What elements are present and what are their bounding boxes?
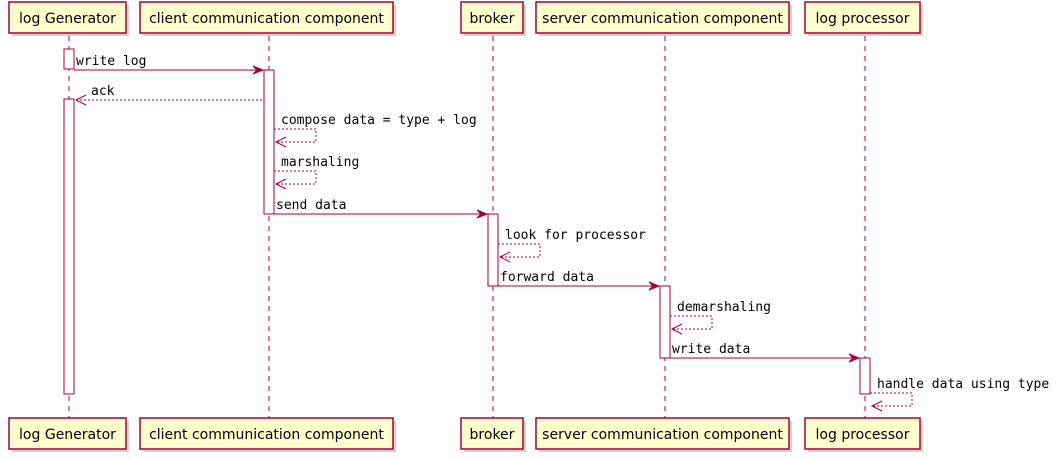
self-message-line	[498, 243, 541, 258]
message-label: write data	[672, 342, 750, 357]
open-arrowhead-icon	[498, 251, 511, 263]
arrowhead-icon	[848, 353, 861, 363]
self-message-line	[870, 392, 913, 407]
lifelines	[68, 36, 866, 418]
self-message-line	[670, 315, 713, 330]
participant-server-comm: server communication component	[535, 1, 792, 36]
activation-log-generator-1	[63, 48, 75, 70]
message-compose-data: compose data = type + log	[274, 113, 477, 148]
participant-log-processor: log processor	[804, 1, 923, 36]
self-message-line	[274, 128, 317, 143]
activation-server-comm	[659, 285, 671, 359]
activation-client-comm	[263, 69, 275, 215]
open-arrowhead-icon	[74, 94, 87, 106]
message-write-data: write data	[670, 342, 861, 363]
open-arrowhead-icon	[274, 136, 287, 148]
message-ack: ack	[74, 84, 262, 106]
message-label: compose data = type + log	[281, 113, 477, 128]
participant-label: log Generator	[19, 427, 116, 443]
participant-log-generator-bottom: log Generator	[8, 417, 129, 452]
participant-label: log processor	[816, 11, 910, 27]
message-marshaling: marshaling	[274, 155, 359, 190]
message-write-log: write log	[74, 54, 265, 75]
message-label: forward data	[500, 270, 594, 285]
participant-client-comm: client communication component	[139, 1, 396, 36]
open-arrowhead-icon	[870, 400, 883, 412]
participant-broker-bottom: broker	[460, 417, 526, 452]
participant-client-comm-bottom: client communication component	[139, 417, 396, 452]
participant-label: log Generator	[19, 11, 116, 27]
participant-label: server communication component	[542, 11, 783, 27]
message-handle-data: handle data using type	[870, 377, 1049, 412]
arrowhead-icon	[476, 209, 489, 219]
participant-label: client communication component	[149, 11, 384, 27]
activations	[63, 48, 871, 395]
activation-broker	[487, 213, 499, 287]
arrowhead-icon	[252, 65, 265, 75]
message-label: send data	[276, 198, 346, 213]
messages: write log ack compose data = type + log …	[74, 54, 1049, 412]
message-demarshaling: demarshaling	[670, 300, 771, 335]
participant-label: client communication component	[149, 427, 384, 443]
participant-label: log processor	[816, 427, 910, 443]
participant-label: server communication component	[542, 427, 783, 443]
open-arrowhead-icon	[670, 323, 683, 335]
participant-broker: broker	[460, 1, 526, 36]
message-look-for-processor: look for processor	[498, 228, 646, 263]
participant-log-processor-bottom: log processor	[804, 417, 923, 452]
participant-label: broker	[470, 11, 515, 27]
self-message-line	[274, 170, 317, 185]
message-send-data: send data	[274, 198, 489, 219]
message-label: look for processor	[505, 228, 646, 243]
message-label: demarshaling	[677, 300, 771, 315]
message-label: write log	[76, 54, 146, 69]
participants-top: log Generator client communication compo…	[8, 1, 923, 36]
participants-bottom: log Generator client communication compo…	[8, 417, 923, 452]
activation-log-generator-2	[63, 98, 75, 395]
message-label: marshaling	[281, 155, 359, 170]
participant-server-comm-bottom: server communication component	[535, 417, 792, 452]
message-label: handle data using type	[877, 377, 1049, 392]
arrowhead-icon	[648, 281, 661, 291]
participant-label: broker	[470, 427, 515, 443]
participant-log-generator: log Generator	[8, 1, 129, 36]
message-forward-data: forward data	[498, 270, 661, 291]
open-arrowhead-icon	[274, 178, 287, 190]
activation-log-processor	[859, 357, 871, 395]
message-label: ack	[91, 84, 115, 99]
